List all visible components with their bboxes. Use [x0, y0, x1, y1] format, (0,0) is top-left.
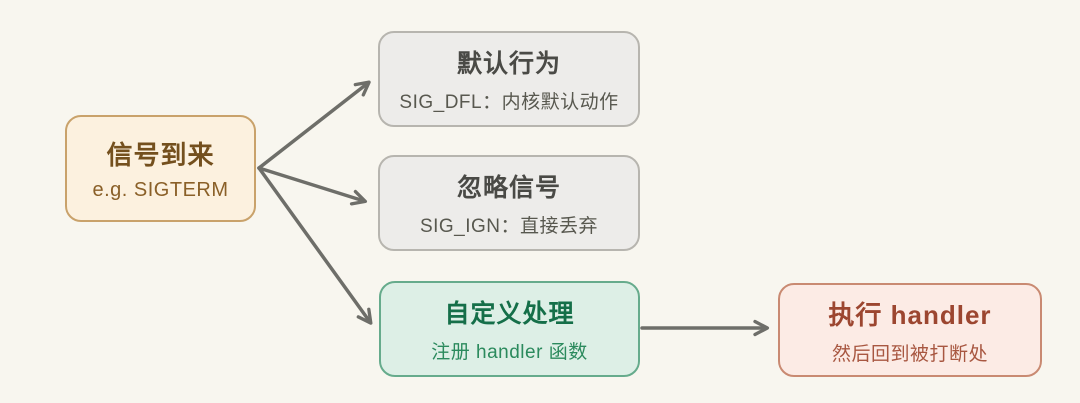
node-default-action: 默认行为 SIG_DFL：内核默认动作: [378, 31, 640, 127]
node-subtitle: e.g. SIGTERM: [92, 179, 229, 201]
node-title: 自定义处理: [444, 300, 575, 328]
node-ignore-signal: 忽略信号 SIG_IGN：直接丢弃: [378, 155, 640, 251]
node-title: 默认行为: [456, 50, 561, 78]
node-subtitle: SIG_IGN：直接丢弃: [419, 216, 599, 237]
node-signal-arrival: 信号到来 e.g. SIGTERM: [65, 115, 256, 222]
node-subtitle: SIG_DFL：内核默认动作: [399, 92, 619, 113]
arrow-signal-to-custom: [257, 166, 373, 325]
node-title: 信号到来: [106, 140, 215, 170]
node-subtitle: 然后回到被打断处: [831, 343, 988, 365]
arrow-signal-to-default: [257, 80, 371, 170]
node-title: 忽略信号: [456, 174, 561, 202]
node-subtitle: 注册 handler 函数: [431, 342, 588, 363]
node-title: 执行 handler: [828, 299, 992, 330]
arrow-signal-to-ignore: [257, 166, 367, 206]
node-execute-handler: 执行 handler 然后回到被打断处: [778, 283, 1042, 377]
node-custom-handler: 自定义处理 注册 handler 函数: [379, 281, 640, 377]
